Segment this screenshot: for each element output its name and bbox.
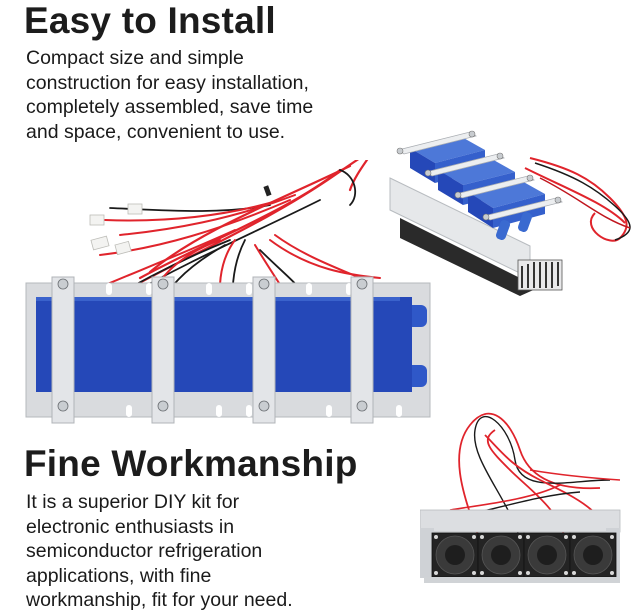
description-line: construction for easy installation,	[26, 71, 309, 94]
description-line: applications, with fine	[26, 564, 212, 587]
easy-to-install-description: Compact size and simple construction for…	[26, 46, 313, 144]
product-front-view-image	[20, 160, 440, 430]
product-angled-view-image	[380, 128, 640, 298]
fine-workmanship-heading: Fine Workmanship	[24, 443, 358, 484]
description-line: semiconductor refrigeration	[26, 540, 263, 562]
description-line: electronic enthusiasts in	[26, 515, 235, 538]
product-fan-view-image	[420, 410, 640, 590]
easy-to-install-heading: Easy to Install	[24, 0, 276, 41]
description-line: It is a superior DIY kit for	[26, 491, 240, 513]
description-line: Compact size and simple	[26, 47, 244, 69]
description-line: workmanship, fit for your need.	[26, 589, 293, 611]
fine-workmanship-description: It is a superior DIY kit for electronic …	[26, 490, 293, 613]
description-line: and space, convenient to use.	[26, 120, 286, 143]
description-line: completely assembled, save time	[26, 96, 314, 118]
